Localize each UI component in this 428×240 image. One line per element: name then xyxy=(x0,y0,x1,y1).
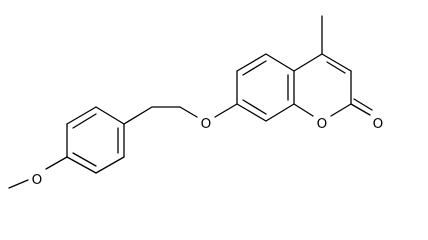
benzylic-linker: O xyxy=(123,103,238,132)
carbonyl-group: O xyxy=(350,98,384,132)
ring-bond xyxy=(95,106,125,125)
ring-bond xyxy=(66,106,97,125)
methoxy-group: O xyxy=(8,156,68,189)
bond-o-aryl xyxy=(45,156,68,170)
ring-bond xyxy=(236,103,267,122)
atom-label-ring-oxygen: O xyxy=(317,116,328,132)
ring-bond xyxy=(95,156,125,174)
ring-bond xyxy=(66,156,97,174)
bond-methyl-o xyxy=(8,179,29,189)
ring-double-bond xyxy=(242,99,267,115)
ring-bond xyxy=(293,103,314,117)
ring-bond xyxy=(330,103,352,117)
bond-aryl-ch2 xyxy=(123,106,153,125)
atom-label-ether-oxygen: O xyxy=(201,116,212,132)
ring-bond xyxy=(321,53,352,72)
pyranone-ring: O xyxy=(293,53,352,132)
bond-ch2-o xyxy=(179,106,198,118)
ring-bond xyxy=(265,103,295,122)
ring-double-bond xyxy=(326,61,346,74)
ring-bond xyxy=(236,53,267,72)
carbonyl-bond xyxy=(353,98,373,111)
atom-label-carbonyl-oxygen: O xyxy=(373,116,384,132)
coumarin-benzo-ring xyxy=(236,53,295,122)
ring-double-bond xyxy=(72,152,97,167)
carbonyl-bond xyxy=(350,103,371,116)
bond-o-coumarin xyxy=(214,103,238,118)
chemical-structure-diagram: O O xyxy=(8,15,384,189)
ring-bond xyxy=(293,53,323,72)
ring-double-bond xyxy=(72,113,97,129)
ring-double-bond xyxy=(242,60,267,76)
atom-label-methoxy-oxygen: O xyxy=(32,172,43,188)
ring-bond xyxy=(265,53,295,72)
methoxyphenyl-ring xyxy=(66,106,125,174)
